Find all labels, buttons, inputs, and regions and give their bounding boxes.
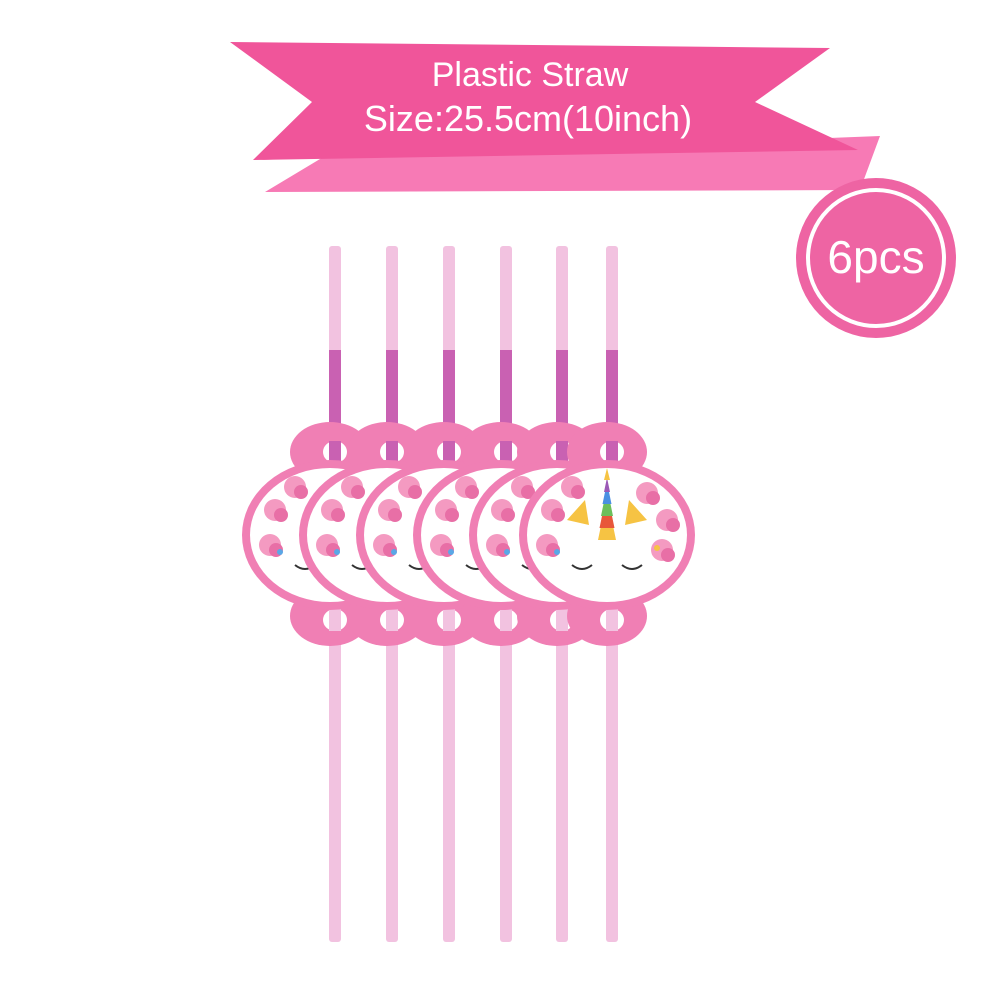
straw-segment bbox=[386, 609, 398, 631]
straw-segment bbox=[556, 609, 568, 631]
horn-segment bbox=[602, 492, 612, 504]
flower bbox=[351, 485, 365, 499]
straw-segment bbox=[500, 441, 512, 463]
ear-right bbox=[625, 500, 647, 525]
horn-segment bbox=[601, 504, 613, 516]
flower bbox=[551, 508, 565, 522]
banner-title: Plastic Straw bbox=[432, 56, 629, 94]
star bbox=[334, 549, 340, 555]
straw-segment bbox=[329, 441, 341, 463]
straw-band bbox=[606, 350, 618, 445]
star bbox=[448, 549, 454, 555]
flower bbox=[571, 485, 585, 499]
flower bbox=[331, 508, 345, 522]
straw-segment bbox=[443, 441, 455, 463]
flower bbox=[408, 485, 422, 499]
banner-ribbon-main bbox=[230, 42, 858, 160]
flower bbox=[388, 508, 402, 522]
straw-band bbox=[556, 350, 568, 445]
flower bbox=[646, 491, 660, 505]
straw-segment bbox=[500, 609, 512, 631]
straw-segment bbox=[329, 609, 341, 631]
horn-segment bbox=[604, 480, 610, 492]
star bbox=[554, 549, 560, 555]
straw-segment bbox=[443, 609, 455, 631]
straw-segment bbox=[606, 441, 618, 463]
ear-left bbox=[567, 500, 589, 525]
star bbox=[391, 549, 397, 555]
flower bbox=[501, 508, 515, 522]
straw-band bbox=[443, 350, 455, 445]
count-badge-label: 6pcs bbox=[827, 231, 924, 283]
flower bbox=[445, 508, 459, 522]
horn-segment bbox=[599, 516, 615, 528]
straw-band bbox=[386, 350, 398, 445]
count-badge bbox=[796, 178, 956, 338]
flower bbox=[661, 548, 675, 562]
eye-left bbox=[571, 564, 593, 570]
straw-band bbox=[500, 350, 512, 445]
straw-band bbox=[329, 350, 341, 445]
eye-right bbox=[621, 564, 643, 570]
horn-segment bbox=[598, 528, 616, 540]
star bbox=[277, 549, 283, 555]
unicorn-horn bbox=[567, 468, 647, 540]
straw-segment bbox=[606, 609, 618, 631]
banner-ribbon bbox=[230, 42, 880, 192]
count-badge-outer bbox=[796, 178, 956, 338]
flower bbox=[294, 485, 308, 499]
banner-size: Size:25.5cm(10inch) bbox=[364, 98, 692, 139]
flower bbox=[465, 485, 479, 499]
horn-tip bbox=[604, 468, 610, 480]
star bbox=[654, 545, 660, 551]
straw-segment bbox=[556, 441, 568, 463]
flower bbox=[666, 518, 680, 532]
flower bbox=[274, 508, 288, 522]
flower bbox=[521, 485, 535, 499]
count-badge-ring bbox=[806, 188, 946, 328]
straw-segment bbox=[386, 441, 398, 463]
star bbox=[504, 549, 510, 555]
straws-group bbox=[242, 246, 695, 942]
